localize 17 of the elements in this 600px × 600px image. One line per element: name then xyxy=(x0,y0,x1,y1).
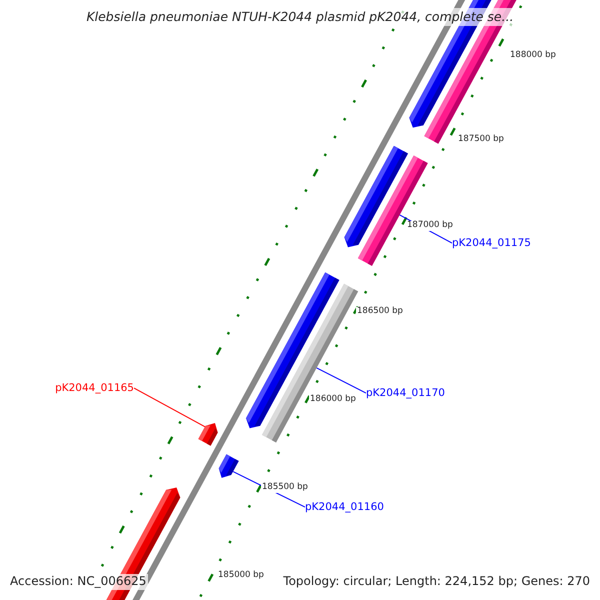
gene-label: pK2044_01170 xyxy=(366,387,445,400)
leader-line xyxy=(316,367,366,394)
gene-label: pK2044_01165 xyxy=(55,382,134,394)
gene-block xyxy=(198,423,218,446)
scale-label: 186000 bp xyxy=(309,395,357,405)
gene-label: pK2044_01175 xyxy=(452,237,531,250)
leader-line xyxy=(134,388,206,428)
scale-label: 187000 bp xyxy=(406,221,454,231)
gene-block xyxy=(218,454,239,478)
scale-label: 185500 bp xyxy=(261,483,309,493)
gene-label: pK2044_01160 xyxy=(305,501,384,514)
accession-text: Accession: NC_006625 xyxy=(8,574,148,590)
summary-text: Topology: circular; Length: 224,152 bp; Genes: 270 xyxy=(281,574,592,590)
scale-label: 187500 bp xyxy=(457,135,505,145)
scale-label: 185000 bp xyxy=(217,571,265,581)
scale-label: 188000 bp xyxy=(509,51,557,61)
scale-label: 186500 bp xyxy=(356,307,404,317)
